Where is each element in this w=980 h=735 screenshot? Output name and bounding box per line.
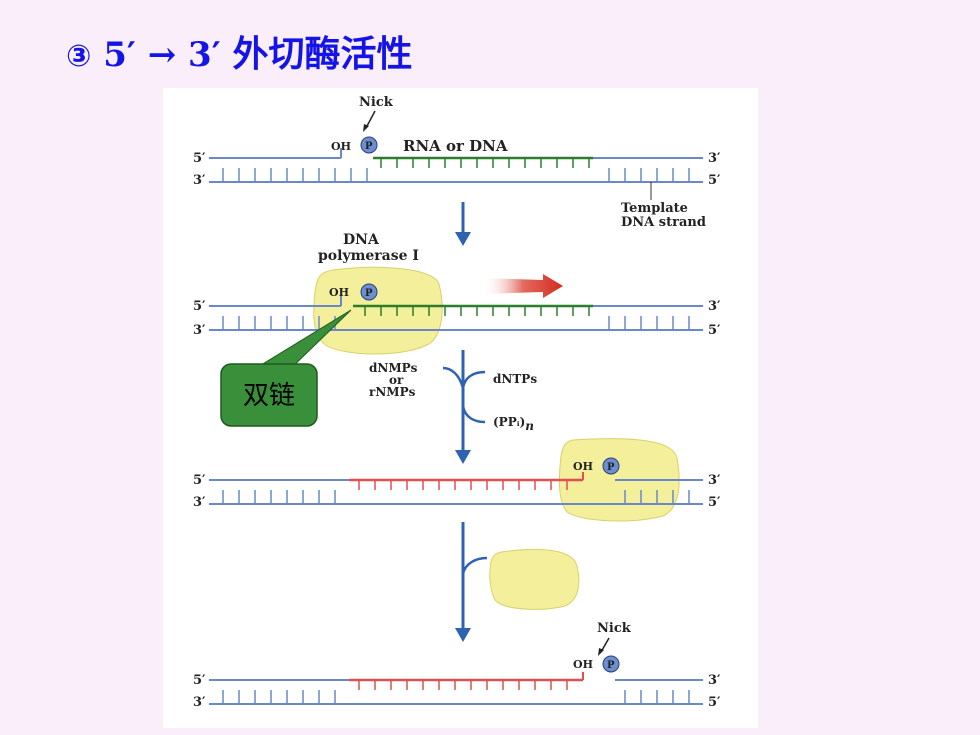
phosphate-circle-2: [360, 283, 378, 301]
template-2-ticks: [222, 316, 690, 330]
diagram-svg: Nick OH P RNA or DNA 5′ 3′ 3′ 5′ Templat…: [193, 95, 721, 710]
released-label-2: or: [389, 373, 404, 387]
title-direction: 5′ → 3′: [103, 35, 221, 75]
panel-4-nick: Nick OH P 5′ 3′ 3′ 5′: [193, 621, 721, 710]
nick-pointer-head-top: [363, 124, 369, 132]
template-4-ticks: [222, 690, 690, 704]
panel-2-polymerase: DNA polymerase I OH P 5′ 3′ 3′ 5′: [193, 232, 721, 355]
three-prime-1-bottom: 3′: [193, 173, 206, 188]
released-polymerase-blob: [489, 548, 580, 610]
slide-title: ③ 5′ → 3′ 外切酶活性: [66, 30, 413, 80]
green-strand-1-ticks: [380, 158, 590, 168]
oh-label-3: OH: [573, 460, 593, 473]
nick-label-bottom: Nick: [597, 621, 632, 636]
exonuclease-diagram: Nick OH P RNA or DNA 5′ 3′ 3′ 5′ Templat…: [163, 88, 758, 728]
polymerase-blob-1: [313, 266, 443, 355]
circled-number: ③: [66, 39, 92, 74]
nick-pointer-top: [365, 110, 376, 129]
phosphate-label-4: P: [607, 660, 615, 671]
callout-label: 双链: [243, 381, 295, 411]
dntp-curve: [461, 370, 486, 389]
three-prime-1-top: 3′: [708, 151, 721, 166]
step-arrow-2: [442, 350, 486, 464]
three-prime-4-top: 3′: [708, 673, 721, 688]
dntps-label: dNTPs: [493, 372, 537, 386]
template-label-1: Template: [621, 201, 688, 216]
double-strand-callout: 双链: [220, 309, 352, 427]
template-3-ticks: [222, 490, 690, 504]
five-prime-2-bottom: 5′: [708, 323, 721, 338]
oh-label-2: OH: [329, 286, 349, 299]
release-curve: [442, 366, 465, 389]
phosphate-label-2: P: [365, 288, 373, 299]
oh-label-1: OH: [331, 140, 351, 153]
three-prime-3-top: 3′: [708, 473, 721, 488]
five-prime-2-top: 5′: [193, 299, 206, 314]
three-prime-2-top: 3′: [708, 299, 721, 314]
five-prime-3-top: 5′: [193, 473, 206, 488]
nick-pointer-head-bottom: [598, 648, 604, 656]
ppi-curve: [461, 405, 486, 424]
panel-3-replaced: OH P 5′ 3′ 3′ 5′: [193, 438, 721, 522]
three-prime-3-bottom: 3′: [193, 495, 206, 510]
release-enzyme-curve: [461, 556, 488, 575]
green-strand-2-ticks: [364, 306, 590, 316]
enzyme-label-1: DNA: [343, 232, 380, 248]
five-prime-1-bottom: 5′: [708, 173, 721, 188]
released-label-1: dNMPs: [369, 361, 418, 375]
three-prime-2-bottom: 3′: [193, 323, 206, 338]
five-prime-1-top: 5′: [193, 151, 206, 166]
five-prime-3-bottom: 5′: [708, 495, 721, 510]
oh-label-4: OH: [573, 658, 593, 671]
panel-1-nick: Nick OH P RNA or DNA 5′ 3′ 3′ 5′ Templat…: [193, 95, 721, 230]
phosphate-label-3: P: [607, 462, 615, 473]
released-label-3: rNMPs: [369, 385, 416, 399]
strand-label: RNA or DNA: [403, 137, 508, 155]
red-strand-3-ticks: [358, 480, 568, 490]
phosphate-circle-4: [602, 655, 620, 673]
template-label-2: DNA strand: [621, 215, 706, 230]
enzyme-label-2: polymerase I: [318, 248, 419, 264]
phosphate-label-1: P: [365, 141, 373, 152]
phosphate-circle-3: [602, 457, 620, 475]
three-prime-4-bottom: 3′: [193, 695, 206, 710]
red-strand-4-ticks: [358, 680, 568, 690]
callout-box: [220, 363, 318, 427]
template-1-ticks: [222, 168, 690, 182]
movement-arrow-red: [483, 274, 563, 298]
ppi-label: (PPᵢ)n: [493, 415, 534, 433]
step-arrow-1: [455, 202, 471, 246]
step-arrow-3: [455, 522, 580, 642]
phosphate-circle-1: [360, 136, 378, 154]
five-prime-4-bottom: 5′: [708, 695, 721, 710]
five-prime-4-top: 5′: [193, 673, 206, 688]
title-text: 外切酶活性: [232, 34, 413, 75]
nick-label-top: Nick: [359, 95, 394, 110]
